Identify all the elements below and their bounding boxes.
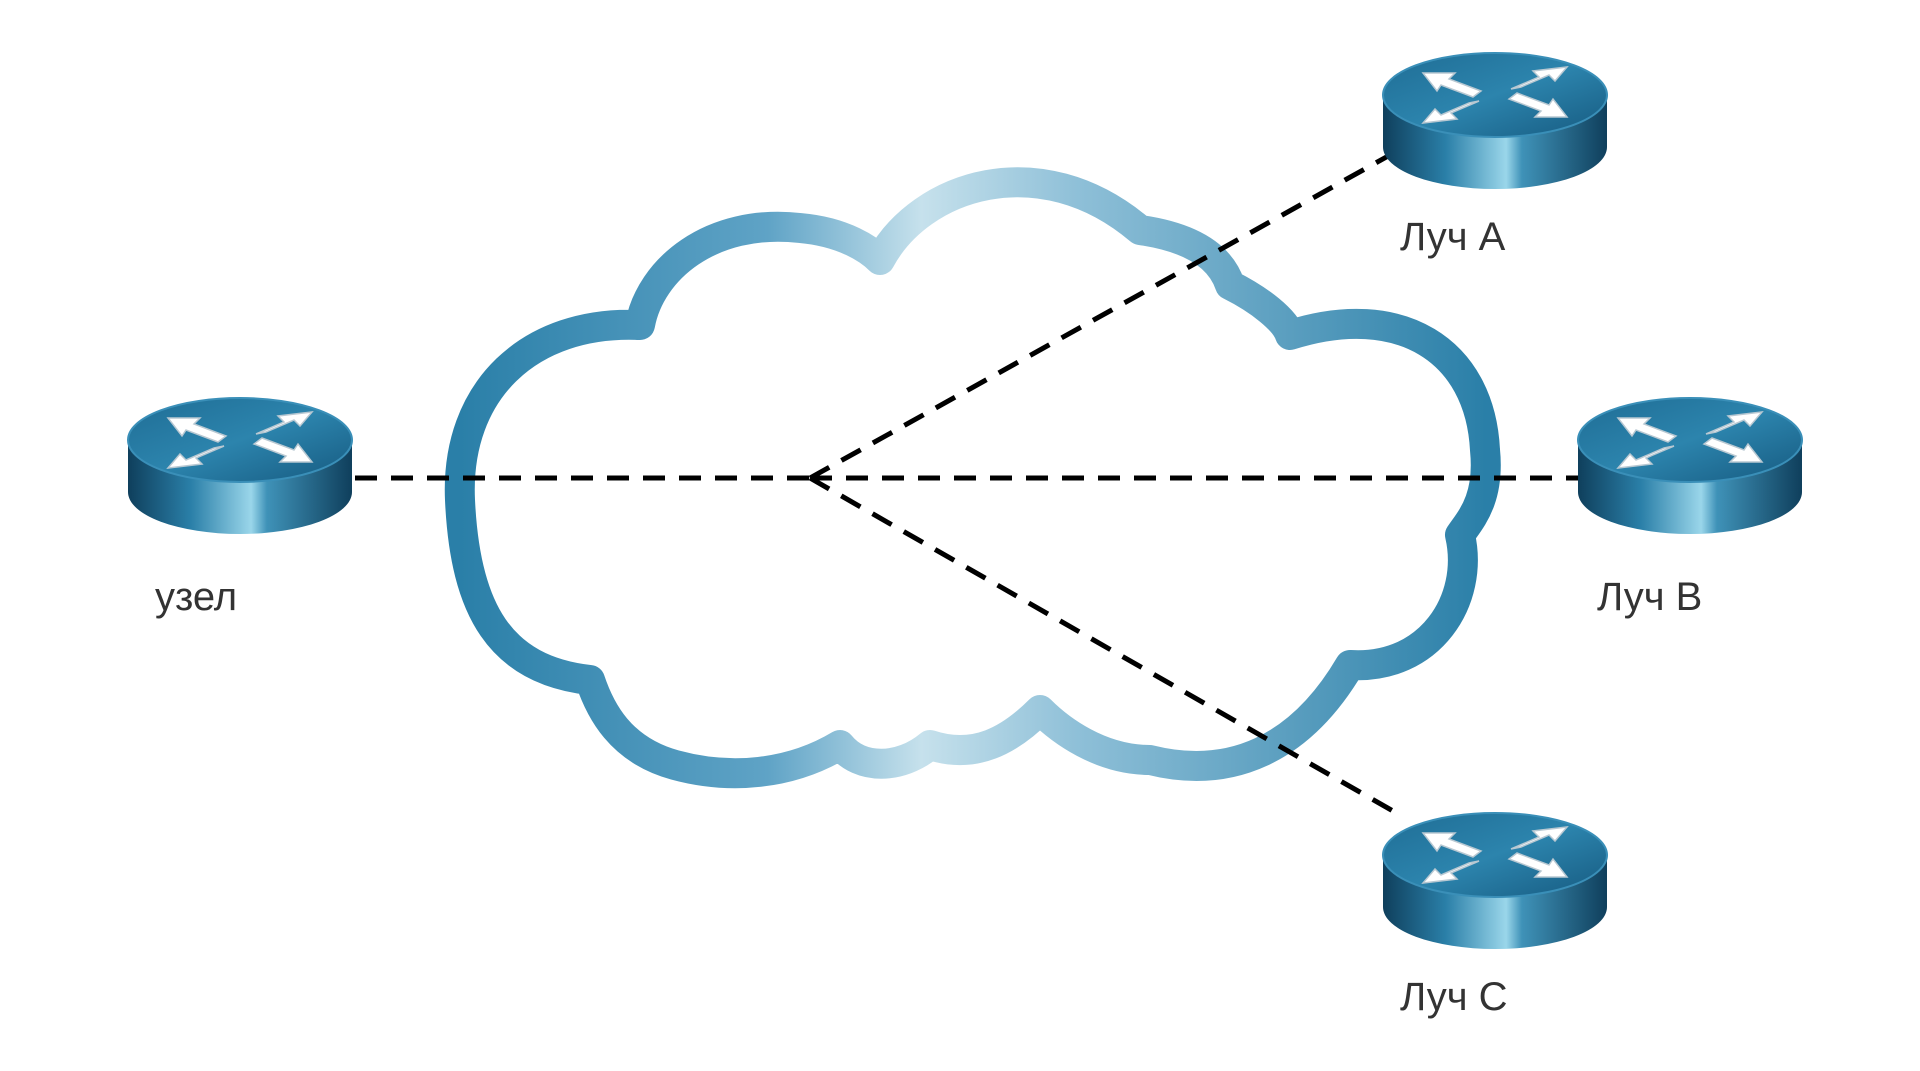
label-spoke-b: Луч В <box>1597 575 1702 619</box>
label-spoke-c: Луч С <box>1400 975 1508 1019</box>
router-spoke-a-icon <box>1382 52 1608 190</box>
router-hub-icon <box>127 397 353 535</box>
link-center-spoke-a <box>808 152 1392 481</box>
label-spoke-a: Луч А <box>1400 215 1506 259</box>
router-spoke-b-icon <box>1577 397 1803 535</box>
wan-cloud <box>444 167 1501 789</box>
router-spoke-c-icon <box>1382 812 1608 950</box>
link-center-spoke-c <box>808 475 1402 818</box>
label-hub: узел <box>155 575 237 619</box>
links <box>355 152 1580 818</box>
